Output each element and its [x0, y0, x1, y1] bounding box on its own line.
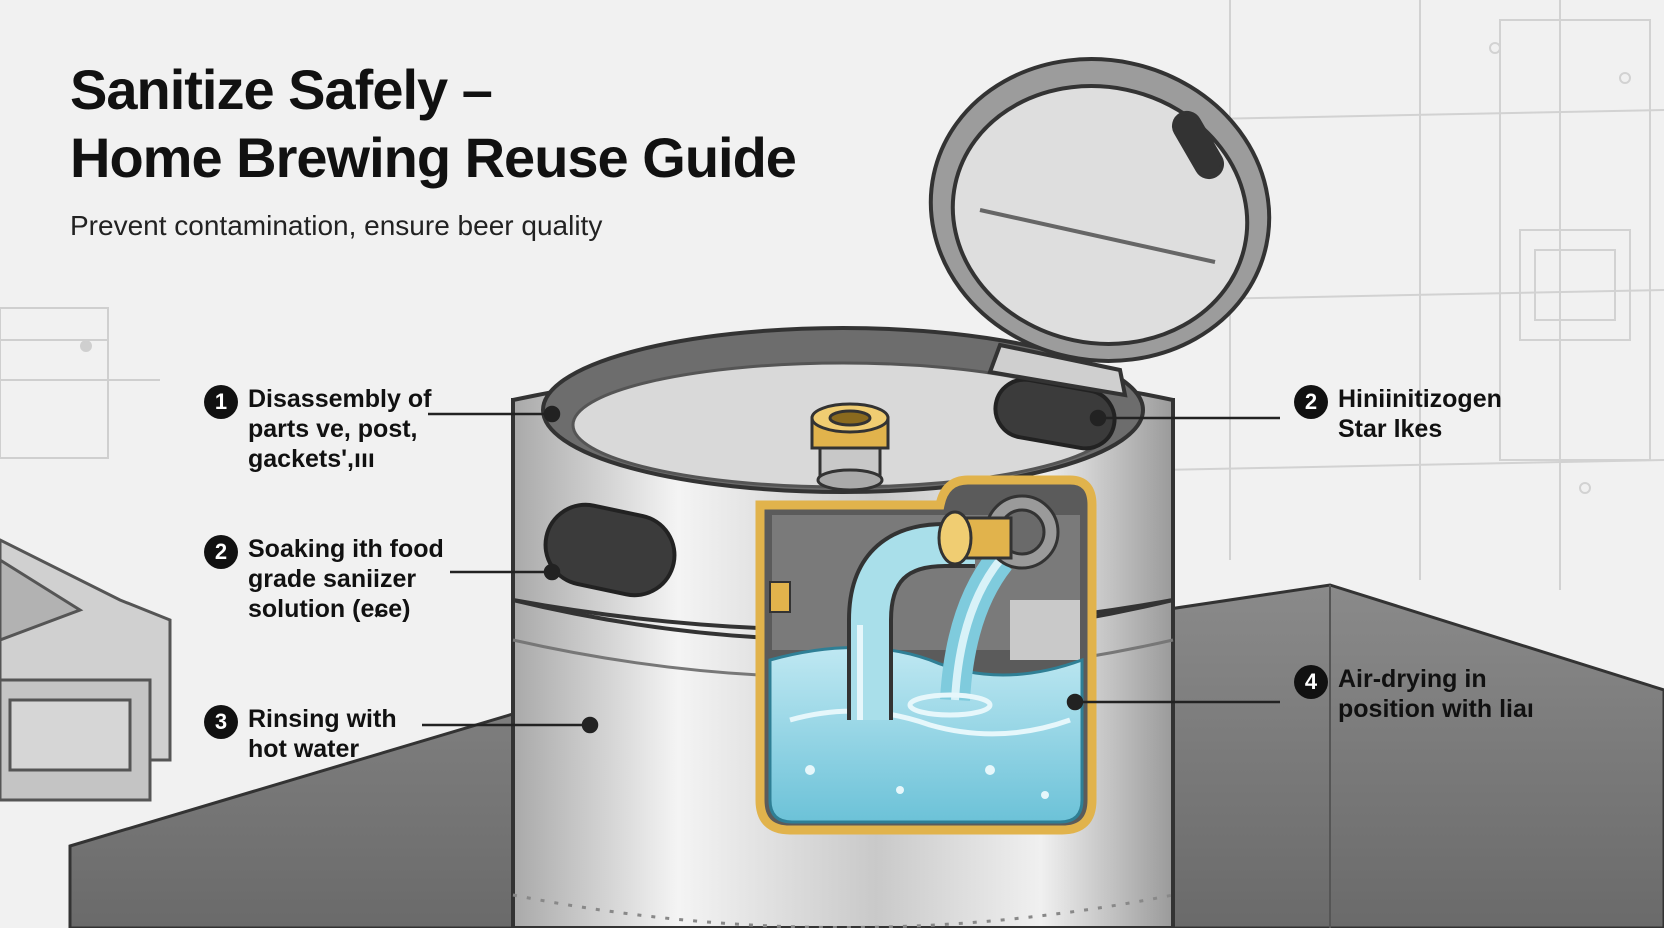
- callout-text: Rinsing with hot water: [248, 704, 478, 764]
- callout-line: hot water: [248, 735, 360, 763]
- page-title: Sanitize Safely – Home Brewing Reuse Gui…: [70, 56, 797, 192]
- title-line-2: Home Brewing Reuse Guide: [70, 126, 797, 189]
- page-subtitle: Prevent contamination, ensure beer quali…: [70, 210, 603, 241]
- step-badge: 1: [204, 385, 238, 419]
- callout-rinsing: 3 Rinsing with hot water: [204, 704, 478, 764]
- keg-lid: [928, 57, 1272, 398]
- callout-text: Hiniinitizogen Star lkes: [1338, 384, 1568, 444]
- callout-soaking: 2 Soaking ith food grade saniizer soluti…: [204, 534, 478, 624]
- water-body: [768, 646, 1084, 824]
- callout-line: grade saniizer: [248, 565, 417, 593]
- callout-line: Soaking ith food: [248, 535, 444, 563]
- valve-icon: [810, 402, 890, 492]
- elbow-fitting: [937, 494, 1060, 570]
- callout-sanitizer: 2 Hiniinitizogen Star lkes: [1294, 384, 1568, 444]
- step-badge: 2: [204, 535, 238, 569]
- callout-air-drying: 4 Air-drying in position with liaı: [1294, 664, 1568, 724]
- step-badge: 2: [1294, 385, 1328, 419]
- wall-cabinets: [0, 307, 160, 459]
- callout-line: position with liaı: [1338, 695, 1534, 723]
- step-badge: 4: [1294, 665, 1328, 699]
- callout-line: Rinsing with: [248, 705, 397, 733]
- callout-text: Disassembly of parts ve, post, gackets',…: [248, 384, 478, 474]
- callout-line: parts ve, post,: [248, 415, 418, 443]
- leader-lines: [422, 405, 1280, 734]
- water-stream-icon: [847, 522, 1012, 720]
- callout-text: Air-drying in position with liaı: [1338, 664, 1568, 724]
- title-line-1: Sanitize Safely –: [70, 58, 493, 121]
- callout-disassembly: 1 Disassembly of parts ve, post, gackets…: [204, 384, 478, 474]
- callout-line: Disassembly of: [248, 385, 432, 413]
- sink-cabinet: [0, 538, 172, 802]
- callout-line: Hiniinitizogen: [1338, 385, 1502, 413]
- callout-text: Soaking ith food grade saniizer solution…: [248, 534, 478, 624]
- callout-line: gackets',ııı: [248, 445, 375, 473]
- step-badge: 3: [204, 705, 238, 739]
- callout-line: Star lkes: [1338, 415, 1443, 443]
- callout-line: Air-drying in: [1338, 665, 1487, 693]
- callout-line: solution (eɕe): [248, 595, 411, 623]
- wall-tiles: [1159, 0, 1664, 590]
